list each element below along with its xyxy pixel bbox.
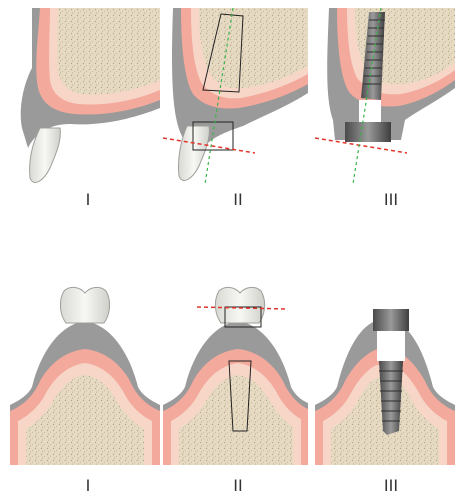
tooth-crown [60, 287, 109, 323]
diagram-top-3 [315, 8, 455, 188]
label-top-2: II [218, 190, 258, 209]
top-panel-1 [10, 8, 160, 188]
implant-screw [379, 361, 403, 435]
label-top-3: III [371, 190, 411, 209]
abutment [373, 309, 409, 331]
bone [57, 8, 160, 94]
label-top-1: I [68, 190, 108, 209]
healing-collar [377, 331, 405, 361]
top-panel-3 [315, 8, 455, 188]
healing-collar [359, 100, 381, 124]
bottom-panel-3 [315, 285, 455, 465]
diagram-bottom-2 [163, 285, 308, 465]
bottom-panel-2 [163, 285, 308, 465]
label-bottom-2: II [218, 476, 258, 495]
top-panel-2 [163, 8, 308, 188]
diagram-top-1 [10, 8, 160, 188]
tooth-crown [215, 287, 264, 323]
diagram-bottom-1 [10, 285, 160, 465]
red-guide-line [197, 307, 287, 309]
label-bottom-3: III [371, 476, 411, 495]
diagram-top-2 [163, 8, 308, 188]
bottom-panel-1 [10, 285, 160, 465]
abutment [345, 122, 391, 142]
diagram-bottom-3 [315, 285, 455, 465]
label-bottom-1: I [68, 476, 108, 495]
